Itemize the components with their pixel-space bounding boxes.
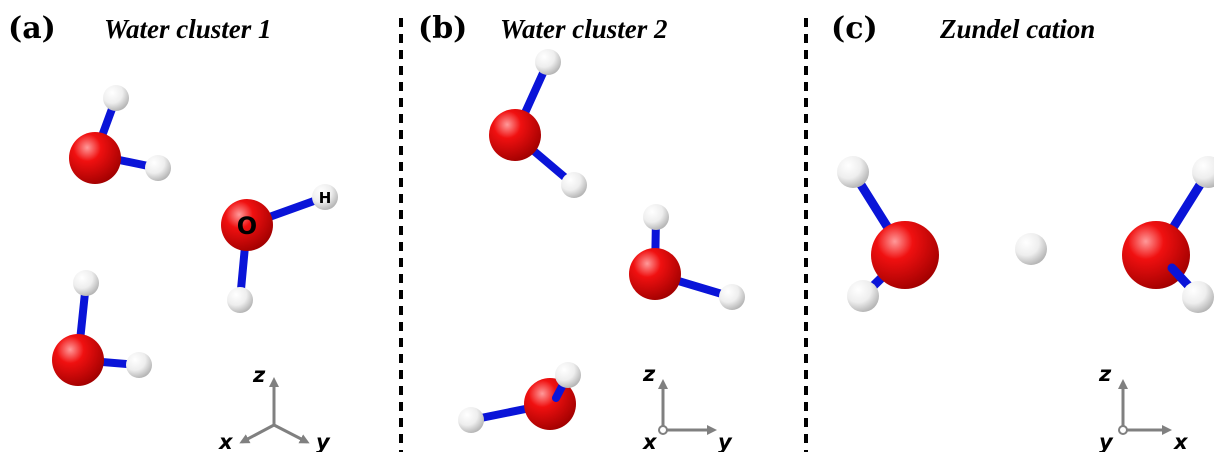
axis-right-arrow (273, 423, 310, 444)
oxygen-atom-label: O (237, 212, 257, 240)
axis-label-up: z (1098, 362, 1112, 386)
panel-b: (b) Water cluster 2 (418, 11, 745, 452)
axis-label-origin: x (642, 430, 658, 452)
axis-label-right: y (718, 430, 733, 452)
hydrogen-atom (535, 49, 561, 75)
hydrogen-atom (1192, 156, 1214, 188)
hydrogen-atom (847, 280, 879, 312)
oxygen-atom (489, 109, 541, 161)
panel-b-title: Water cluster 2 (500, 14, 668, 44)
axis-origin-dot (1118, 425, 1128, 435)
central-hydrogen-atom (1015, 233, 1047, 265)
water-molecule-b1 (489, 49, 587, 198)
water-molecule-b3 (458, 362, 581, 433)
zundel-left-water (837, 156, 939, 312)
oxygen-atom (69, 132, 121, 184)
panel-a-title: Water cluster 1 (104, 14, 272, 44)
water-molecule-a2: O H (221, 184, 338, 313)
hydrogen-atom (561, 172, 587, 198)
panel-c-title: Zundel cation (939, 14, 1095, 44)
hydrogen-atom (719, 284, 745, 310)
zundel-right-water (1122, 156, 1214, 313)
hydrogen-atom (555, 362, 581, 388)
axes-triad-a: z x y (218, 363, 331, 452)
axis-left-arrow (239, 423, 275, 444)
oxygen-atom (871, 221, 939, 289)
hydrogen-atom (458, 407, 484, 433)
water-molecule-a1 (69, 85, 171, 184)
axis-label-up: z (252, 363, 266, 387)
hydrogen-atom (126, 352, 152, 378)
hydrogen-atom (73, 270, 99, 296)
oxygen-atom (221, 199, 273, 251)
hydrogen-atom (837, 156, 869, 188)
axis-label-left: x (218, 430, 234, 452)
hydrogen-atom (145, 155, 171, 181)
hydrogen-atom (643, 204, 669, 230)
hydrogen-atom (1182, 281, 1214, 313)
panel-b-label: (b) (418, 11, 467, 46)
axis-origin-dot (658, 425, 668, 435)
axis-label-origin: y (1099, 430, 1114, 452)
axis-label-right: y (316, 430, 331, 452)
water-molecule-b2 (629, 204, 745, 310)
panel-c-label: (c) (831, 11, 878, 46)
hydrogen-atom (312, 184, 338, 210)
panel-a-label: (a) (8, 11, 56, 46)
oxygen-atom (629, 248, 681, 300)
axis-label-right: x (1173, 430, 1189, 452)
hydrogen-atom (103, 85, 129, 111)
water-molecule-a3 (52, 270, 152, 386)
hydrogen-atom-label: H (319, 189, 332, 207)
panel-c: (c) Zundel cation z y x (831, 11, 1214, 452)
panel-a: (a) Water cluster 1 O H (8, 11, 338, 452)
oxygen-atom (52, 334, 104, 386)
axes-triad-c: z y x (1098, 362, 1189, 452)
axis-label-up: z (642, 362, 656, 386)
hydrogen-atom (227, 287, 253, 313)
axes-triad-b: z x y (642, 362, 733, 452)
